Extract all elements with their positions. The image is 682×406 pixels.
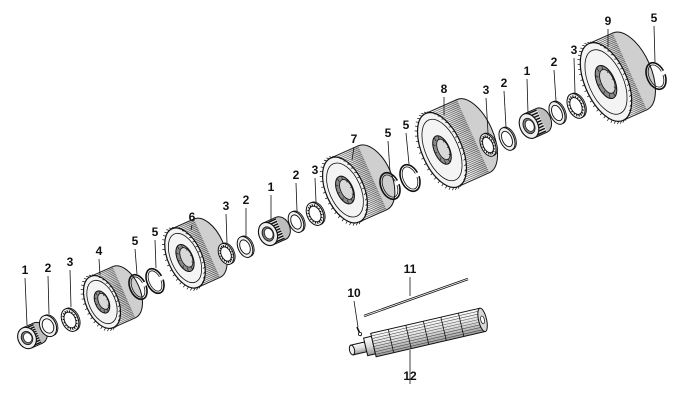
callout-label: 3 xyxy=(483,83,490,97)
toothed-washer-part-3a xyxy=(60,307,81,332)
leader-line xyxy=(503,90,507,128)
leader-line xyxy=(154,239,157,269)
leader-line xyxy=(405,132,410,165)
callout-label: 10 xyxy=(347,286,361,300)
needle-bearing-part-1a xyxy=(17,321,48,350)
snap-ring-part-5c xyxy=(379,171,401,201)
callout-label: 2 xyxy=(45,261,52,275)
leader-line xyxy=(295,182,298,212)
spacer-washer-part-2c xyxy=(287,210,306,233)
snap-ring-part-5b xyxy=(145,267,165,295)
callout-label: 1 xyxy=(22,263,29,277)
spacer-washer-part-2a xyxy=(38,314,59,338)
leader-line xyxy=(190,224,193,231)
toothed-washer-part-3b xyxy=(217,242,236,265)
callout-label: 2 xyxy=(501,76,508,90)
callout-label: 11 xyxy=(404,262,417,276)
callout-label: 5 xyxy=(385,126,392,140)
leader-line xyxy=(314,177,317,203)
leader-line xyxy=(24,277,28,326)
callout-label: 5 xyxy=(403,118,410,132)
callout-label: 3 xyxy=(312,163,319,177)
spacer-washer-part-2d xyxy=(498,126,517,151)
callout-label: 9 xyxy=(605,14,612,28)
leader-line xyxy=(353,300,359,328)
leader-line xyxy=(485,97,489,134)
leader-line xyxy=(225,213,228,244)
gear-part-8 xyxy=(414,98,499,191)
callout-label: 2 xyxy=(293,168,300,182)
callout-label: 3 xyxy=(223,199,230,213)
leader-line xyxy=(387,140,391,173)
rod-part-11 xyxy=(363,277,469,318)
callout-label: 7 xyxy=(351,132,358,146)
gear-part-9 xyxy=(577,31,656,125)
callout-label: 3 xyxy=(571,43,578,57)
callout-label: 2 xyxy=(243,193,250,207)
splined-shaft-part-12 xyxy=(348,307,488,358)
callout-label: 1 xyxy=(268,180,275,194)
callout-label: 5 xyxy=(132,234,139,248)
spacer-washer-part-2e xyxy=(548,100,567,125)
toothed-washer-part-3c xyxy=(305,201,326,226)
callout-label: 3 xyxy=(67,255,74,269)
snap-ring-part-5a xyxy=(128,273,148,301)
callout-label: 6 xyxy=(189,210,196,224)
callout-label: 12 xyxy=(403,369,417,383)
callout-label: 2 xyxy=(551,55,558,69)
gear-part-6 xyxy=(161,217,228,291)
leader-line xyxy=(573,57,576,94)
leader-line xyxy=(134,248,138,275)
spacer-washer-part-2b xyxy=(236,235,255,258)
leader-line xyxy=(69,269,72,308)
callout-label: 8 xyxy=(441,82,448,96)
toothed-washer-part-3d xyxy=(479,132,498,157)
pin-part-10 xyxy=(356,326,362,337)
leader-line xyxy=(47,275,50,315)
needle-bearing-part-1c xyxy=(518,107,553,139)
leader-line xyxy=(98,258,101,276)
leader-line xyxy=(553,69,557,102)
gear-part-4 xyxy=(80,265,143,332)
parts-layer xyxy=(17,31,667,358)
callout-label: 4 xyxy=(96,244,103,258)
leader-lines xyxy=(24,25,656,384)
leader-line xyxy=(653,25,656,63)
leader-line xyxy=(351,146,355,161)
snap-ring-part-5e xyxy=(645,61,667,91)
leader-line xyxy=(526,78,529,114)
callout-label: 5 xyxy=(651,11,658,25)
toothed-washer-part-3e xyxy=(566,92,587,119)
needle-bearing-part-1b xyxy=(257,216,291,247)
callout-label: 5 xyxy=(152,225,159,239)
callout-label: 1 xyxy=(524,64,531,78)
snap-ring-part-5d xyxy=(399,163,421,193)
